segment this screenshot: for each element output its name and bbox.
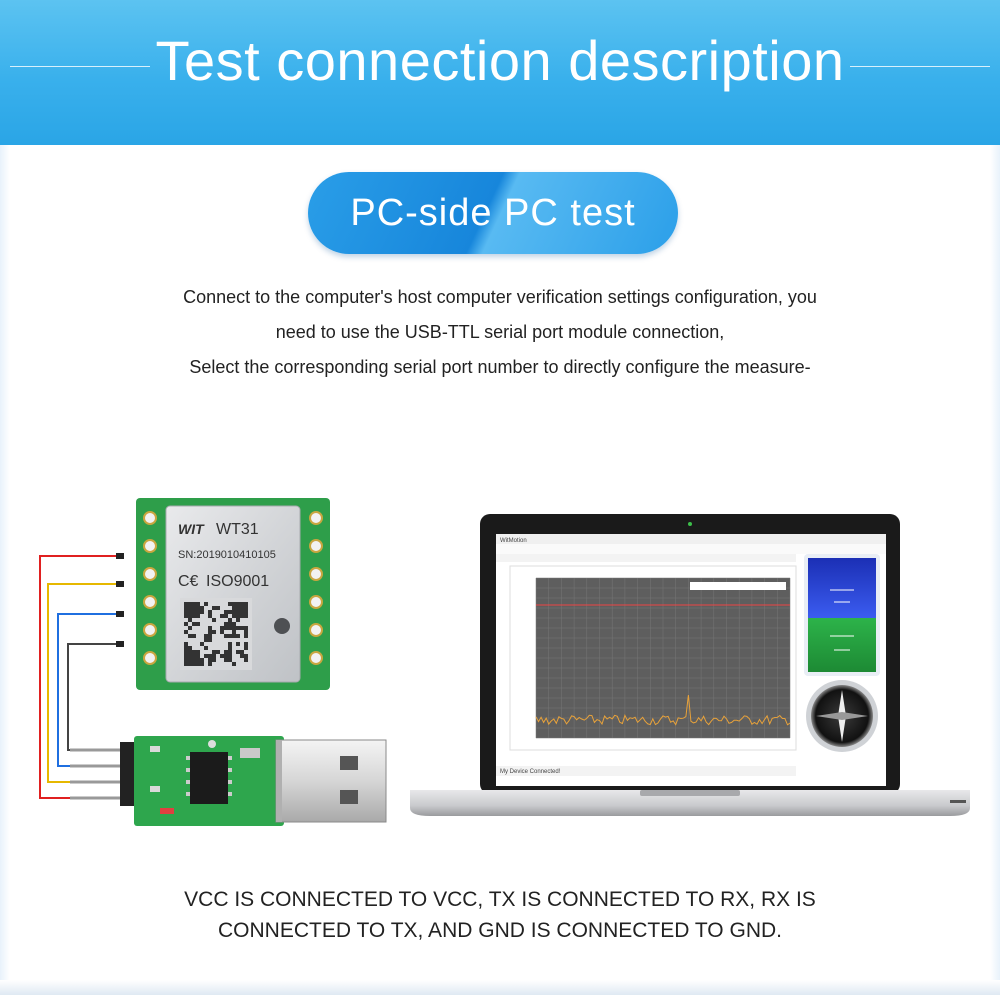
frame-right	[990, 145, 1000, 995]
frame-left	[0, 145, 10, 995]
wire-gnd	[67, 643, 122, 751]
wire-rx	[57, 613, 122, 767]
attitude-ground	[808, 618, 876, 672]
section-pill: PC-side PC test	[308, 172, 678, 254]
ce-mark: C€	[178, 573, 199, 590]
wire-vcc	[39, 555, 122, 799]
antenna-dot	[274, 618, 290, 634]
usb-ttl-module	[70, 736, 387, 826]
description-line-3: Select the corresponding serial port num…	[189, 357, 811, 377]
page-title: Test connection description	[155, 29, 845, 92]
wire-tx	[47, 583, 122, 783]
banner-divider-left	[10, 66, 150, 67]
footer-note: VCC IS CONNECTED TO VCC, TX IS CONNECTED…	[100, 884, 900, 946]
banner-divider-right	[850, 66, 990, 67]
qr-code	[180, 598, 252, 670]
frame-bottom	[0, 980, 1000, 995]
header-banner: Test connection description	[0, 0, 1000, 145]
app-title: WitMotion	[500, 538, 527, 544]
module-model: WT31	[216, 521, 259, 538]
laptop: WitMotion My Device Connected!	[410, 514, 970, 816]
footer-line-1: VCC IS CONNECTED TO VCC, TX IS CONNECTED…	[184, 888, 816, 911]
connection-illustration: WIT WT31 SN:2019010410105 C€ ISO9001	[39, 498, 970, 826]
description-line-1: Connect to the computer's host computer …	[183, 287, 817, 307]
module-cert: ISO9001	[206, 573, 269, 590]
attitude-sky	[808, 558, 876, 618]
module-serial: SN:2019010410105	[178, 549, 276, 561]
wit-logo: WIT	[178, 521, 205, 537]
footer-line-2: CONNECTED TO TX, AND GND IS CONNECTED TO…	[218, 919, 782, 942]
description-line-2: need to use the USB-TTL serial port modu…	[275, 322, 725, 342]
status-text: My Device Connected!	[500, 769, 561, 775]
wt31-module: WIT WT31 SN:2019010410105 C€ ISO9001	[136, 498, 330, 690]
